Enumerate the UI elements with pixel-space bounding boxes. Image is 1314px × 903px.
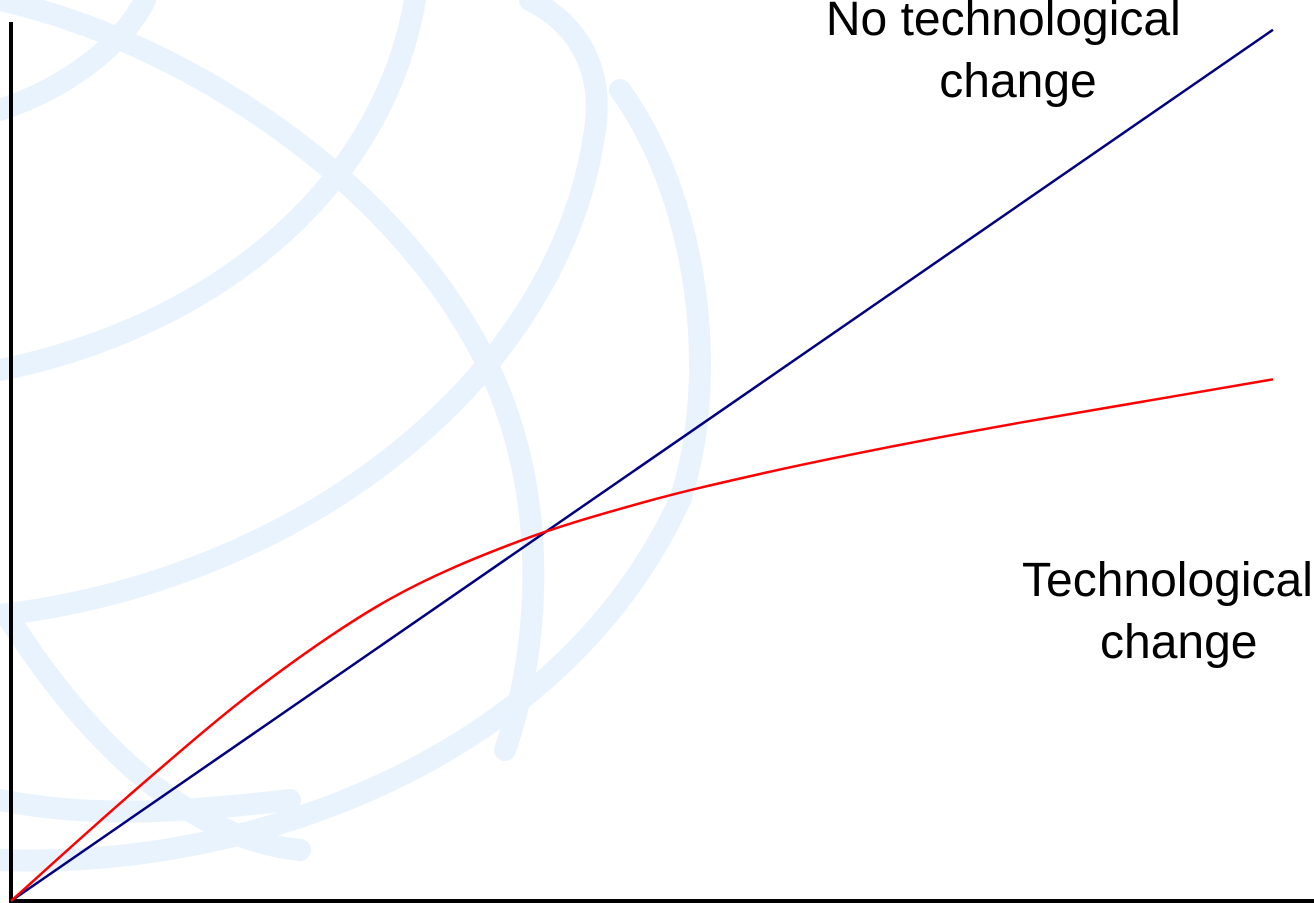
series-label-tech-change: Technological change	[1022, 554, 1314, 669]
series-label-no-tech-change-line-2: change	[939, 55, 1096, 108]
series-line-tech-change	[10, 378, 1274, 902]
series-label-tech-change-line-1: Technological	[1022, 554, 1313, 607]
series-layer	[10, 28, 1274, 903]
globe-icon	[0, 0, 711, 872]
series-line-no-tech-change	[10, 28, 1274, 903]
series-label-no-tech-change: No technological change	[826, 0, 1194, 108]
series-label-no-tech-change-line-1: No technological	[826, 0, 1181, 46]
series-label-tech-change-line-2: change	[1100, 616, 1257, 669]
